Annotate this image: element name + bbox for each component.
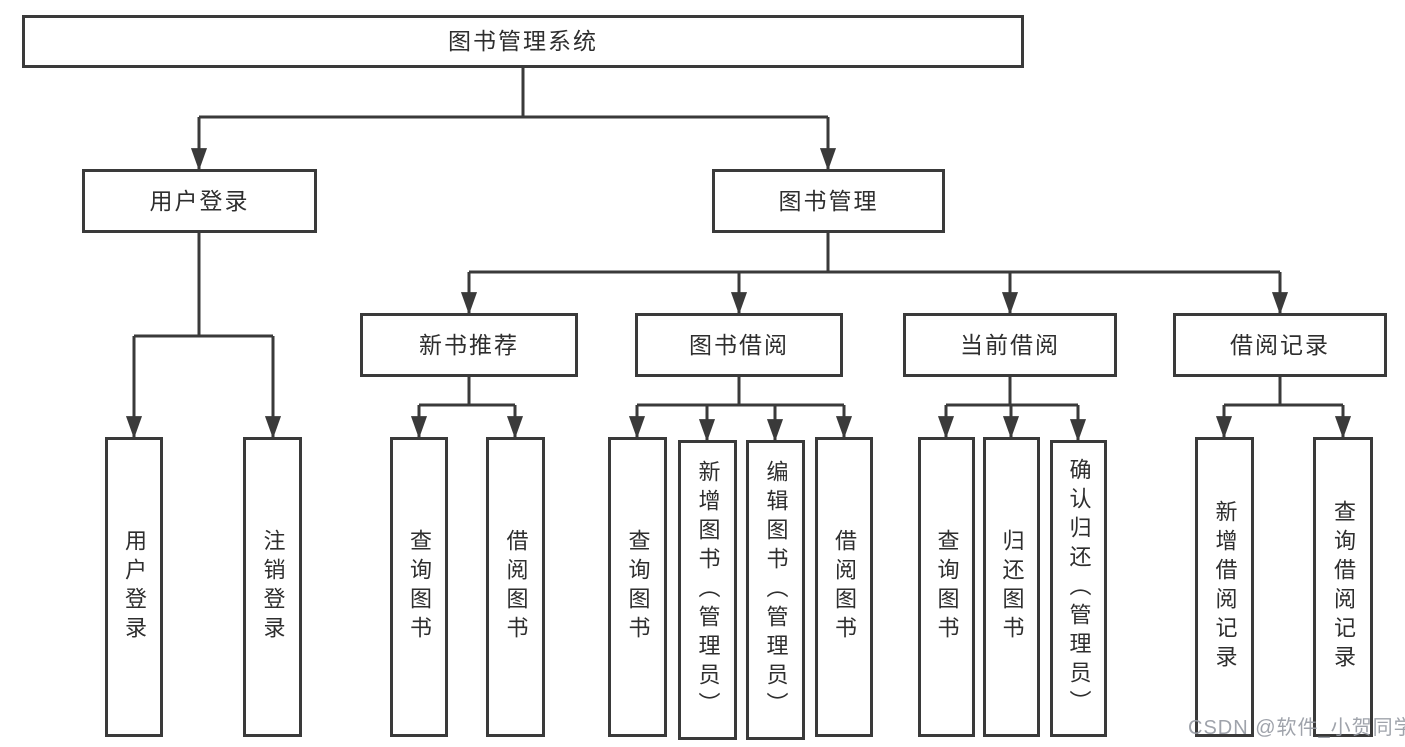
leaf-current-confirm-return-admin: 确认归还（管理员） — [1050, 440, 1107, 737]
leaf-current-query-books: 查询图书 — [918, 437, 975, 737]
connector-records-split — [1215, 377, 1352, 439]
leaf-borrow-add-books-admin: 新增图书（管理员） — [678, 440, 737, 740]
node-book-management: 图书管理 — [712, 169, 945, 233]
leaf-add-borrow-record: 新增借阅记录 — [1195, 437, 1254, 737]
leaf-user-login: 用户登录 — [105, 437, 163, 737]
leaf-borrow-borrow-books: 借阅图书 — [815, 437, 873, 737]
leaf-recommend-query-books: 查询图书 — [390, 437, 448, 737]
connector-current-split — [937, 377, 1087, 442]
leaf-logout: 注销登录 — [243, 437, 302, 737]
node-current-borrowing: 当前借阅 — [903, 313, 1117, 377]
connector-root-split — [190, 68, 837, 171]
leaf-recommend-borrow-books: 借阅图书 — [486, 437, 545, 737]
connector-user-login-split — [125, 233, 282, 439]
connector-recommend-split — [410, 377, 524, 439]
node-borrowing-records: 借阅记录 — [1173, 313, 1387, 377]
leaf-query-borrow-record: 查询借阅记录 — [1313, 437, 1373, 737]
node-user-login: 用户登录 — [82, 169, 317, 233]
leaf-borrow-query-books: 查询图书 — [608, 437, 667, 737]
node-new-book-recommend: 新书推荐 — [360, 313, 578, 377]
leaf-current-return-books: 归还图书 — [983, 437, 1040, 737]
root-node: 图书管理系统 — [22, 15, 1024, 68]
node-book-borrowing: 图书借阅 — [635, 313, 843, 377]
connector-borrow-split — [628, 377, 853, 442]
csdn-watermark: CSDN @软件_小贺同学 — [1188, 717, 1405, 739]
connector-book-management-split — [460, 233, 1289, 315]
leaf-borrow-edit-books-admin: 编辑图书（管理员） — [746, 440, 805, 740]
